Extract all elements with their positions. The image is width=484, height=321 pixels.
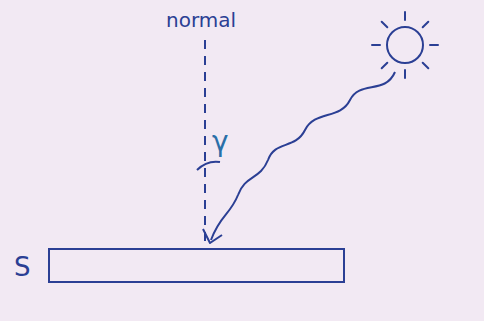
sun-symbol — [387, 27, 423, 63]
surface-label: S — [14, 254, 31, 280]
angle-label: γ — [212, 128, 229, 156]
angle-arc — [197, 162, 220, 170]
light-ray — [211, 72, 395, 240]
axis-label: normal — [166, 10, 236, 30]
sun-rays — [372, 12, 438, 78]
normal-line — [204, 40, 206, 246]
surface-slab: S — [48, 248, 345, 283]
ray-arrowhead — [203, 229, 222, 243]
